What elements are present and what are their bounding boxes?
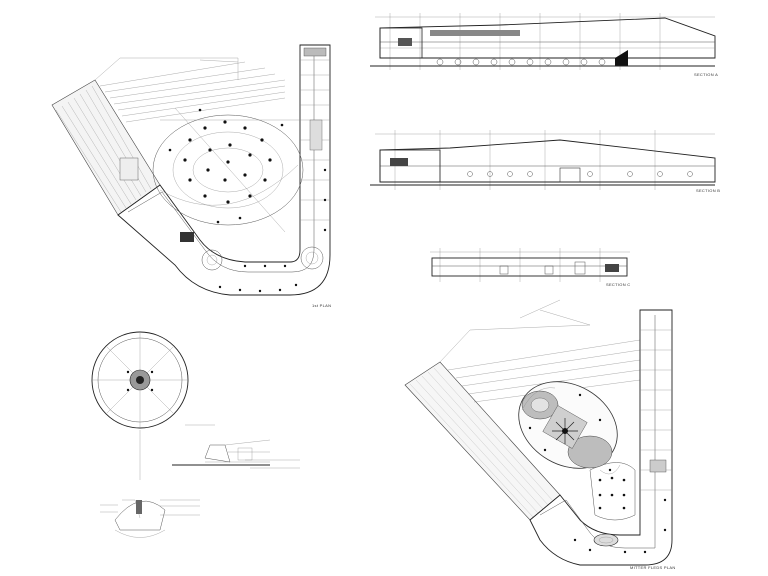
floor-plan-lower: MITTER FLEDS PLAN [404, 299, 676, 570]
pavilion-elevation-detail [172, 424, 300, 469]
plan-bottom-title: MITTER FLEDS PLAN [630, 565, 676, 570]
section-b: SECTION B [370, 130, 720, 193]
pavilion-footing-detail [100, 499, 200, 538]
hatched-ramp [51, 79, 161, 216]
l-shaped-building [117, 44, 331, 296]
fan-lines [94, 57, 286, 123]
plan-top-title: 1st PLAN [312, 303, 331, 308]
elliptical-plaza [518, 381, 621, 475]
l-shaped-building-lower [529, 309, 673, 566]
section-b-title: SECTION B [696, 188, 720, 193]
section-c-title: SECTION C [606, 282, 630, 287]
ellipse-roof-grid [152, 107, 304, 233]
section-c: SECTION C [430, 248, 630, 287]
round-pavilion-plan [91, 331, 189, 480]
fan-lines-lower [439, 299, 641, 403]
floor-plan-upper: 1st PLAN [51, 44, 331, 308]
section-a: SECTION A [370, 13, 718, 77]
section-a-title: SECTION A [694, 72, 718, 77]
